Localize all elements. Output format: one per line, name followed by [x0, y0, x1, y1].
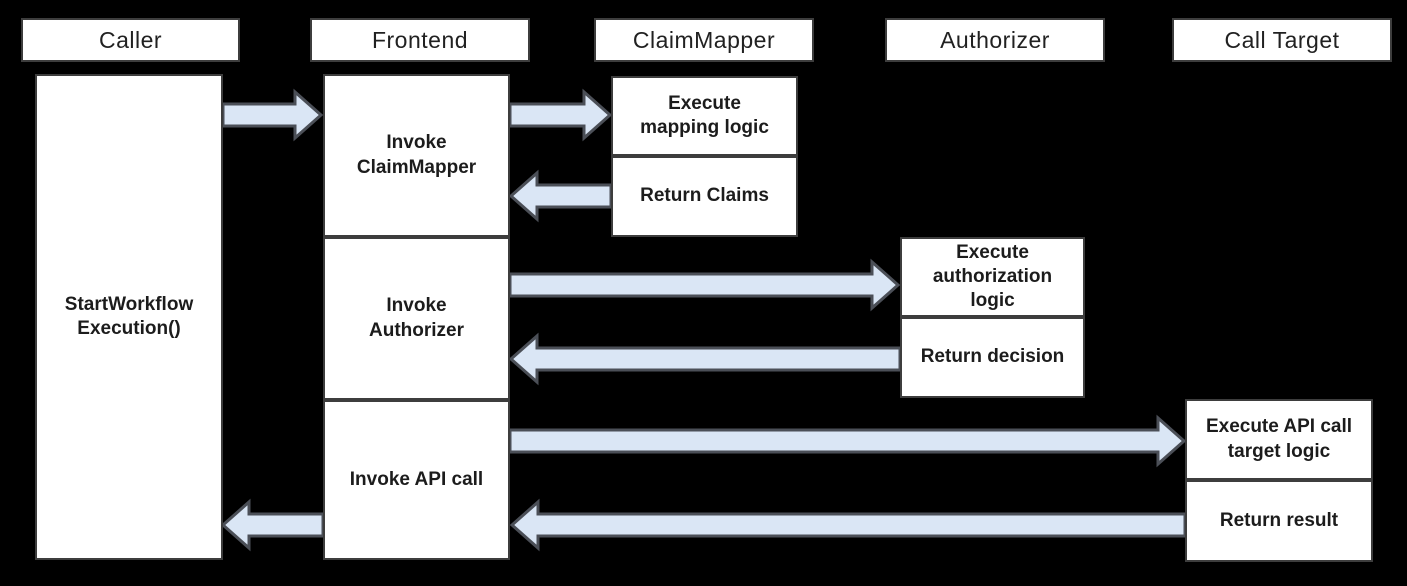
lane-header-authorizer-label: Authorizer [940, 26, 1050, 53]
lane-header-calltarget: Call Target [1172, 18, 1392, 62]
box-return-claims: Return Claims [611, 156, 798, 237]
lane-header-claimmapper-label: ClaimMapper [632, 26, 776, 53]
box-invoke-authorizer: Invoke Authorizer [323, 237, 510, 400]
arrow-calltarget-return-to-frontend [509, 498, 1187, 552]
lane-header-claimmapper: ClaimMapper [594, 18, 814, 62]
lane-header-authorizer: Authorizer [885, 18, 1105, 62]
lane-header-frontend: Frontend [310, 18, 530, 62]
box-startworkflowexecution: StartWorkflow Execution() [35, 74, 223, 560]
box-startworkflowexecution-label: StartWorkflow Execution() [64, 293, 194, 339]
lane-header-calltarget-label: Call Target [1224, 26, 1340, 53]
lane-header-caller: Caller [21, 18, 240, 62]
arrow-authorizer-return-to-frontend [508, 332, 902, 386]
lane-header-caller-label: Caller [98, 26, 163, 53]
lane-header-frontend-label: Frontend [371, 26, 469, 53]
box-execute-mapping-logic: Execute mapping logic [611, 76, 798, 156]
box-execute-mapping-logic-label: Execute mapping logic [640, 92, 769, 138]
arrow-frontend-to-claimmapper [508, 88, 613, 142]
arrow-frontend-to-calltarget [508, 414, 1187, 468]
box-return-decision: Return decision [900, 317, 1085, 398]
box-return-result: Return result [1185, 480, 1373, 562]
box-invoke-claimmapper: Invoke ClaimMapper [323, 74, 510, 237]
box-execute-authorization-logic-label: Execute authorization logic [932, 241, 1053, 312]
arrow-frontend-return-to-caller [220, 498, 325, 552]
box-return-claims-label: Return Claims [640, 185, 769, 207]
box-invoke-api-call-label: Invoke API call [349, 468, 484, 490]
box-invoke-authorizer-label: Invoke Authorizer [369, 295, 464, 341]
box-return-result-label: Return result [1219, 509, 1339, 531]
box-execute-api-call-target-logic: Execute API call target logic [1185, 399, 1373, 480]
box-execute-authorization-logic: Execute authorization logic [900, 237, 1085, 317]
arrow-caller-to-frontend [221, 88, 324, 142]
box-return-decision-label: Return decision [920, 346, 1065, 368]
arrow-frontend-to-authorizer [508, 258, 901, 312]
box-invoke-claimmapper-label: Invoke ClaimMapper [356, 132, 477, 178]
box-invoke-api-call: Invoke API call [323, 400, 510, 560]
arrow-claimmapper-return-to-frontend [508, 169, 613, 223]
box-execute-api-call-target-logic-label: Execute API call target logic [1205, 416, 1353, 462]
